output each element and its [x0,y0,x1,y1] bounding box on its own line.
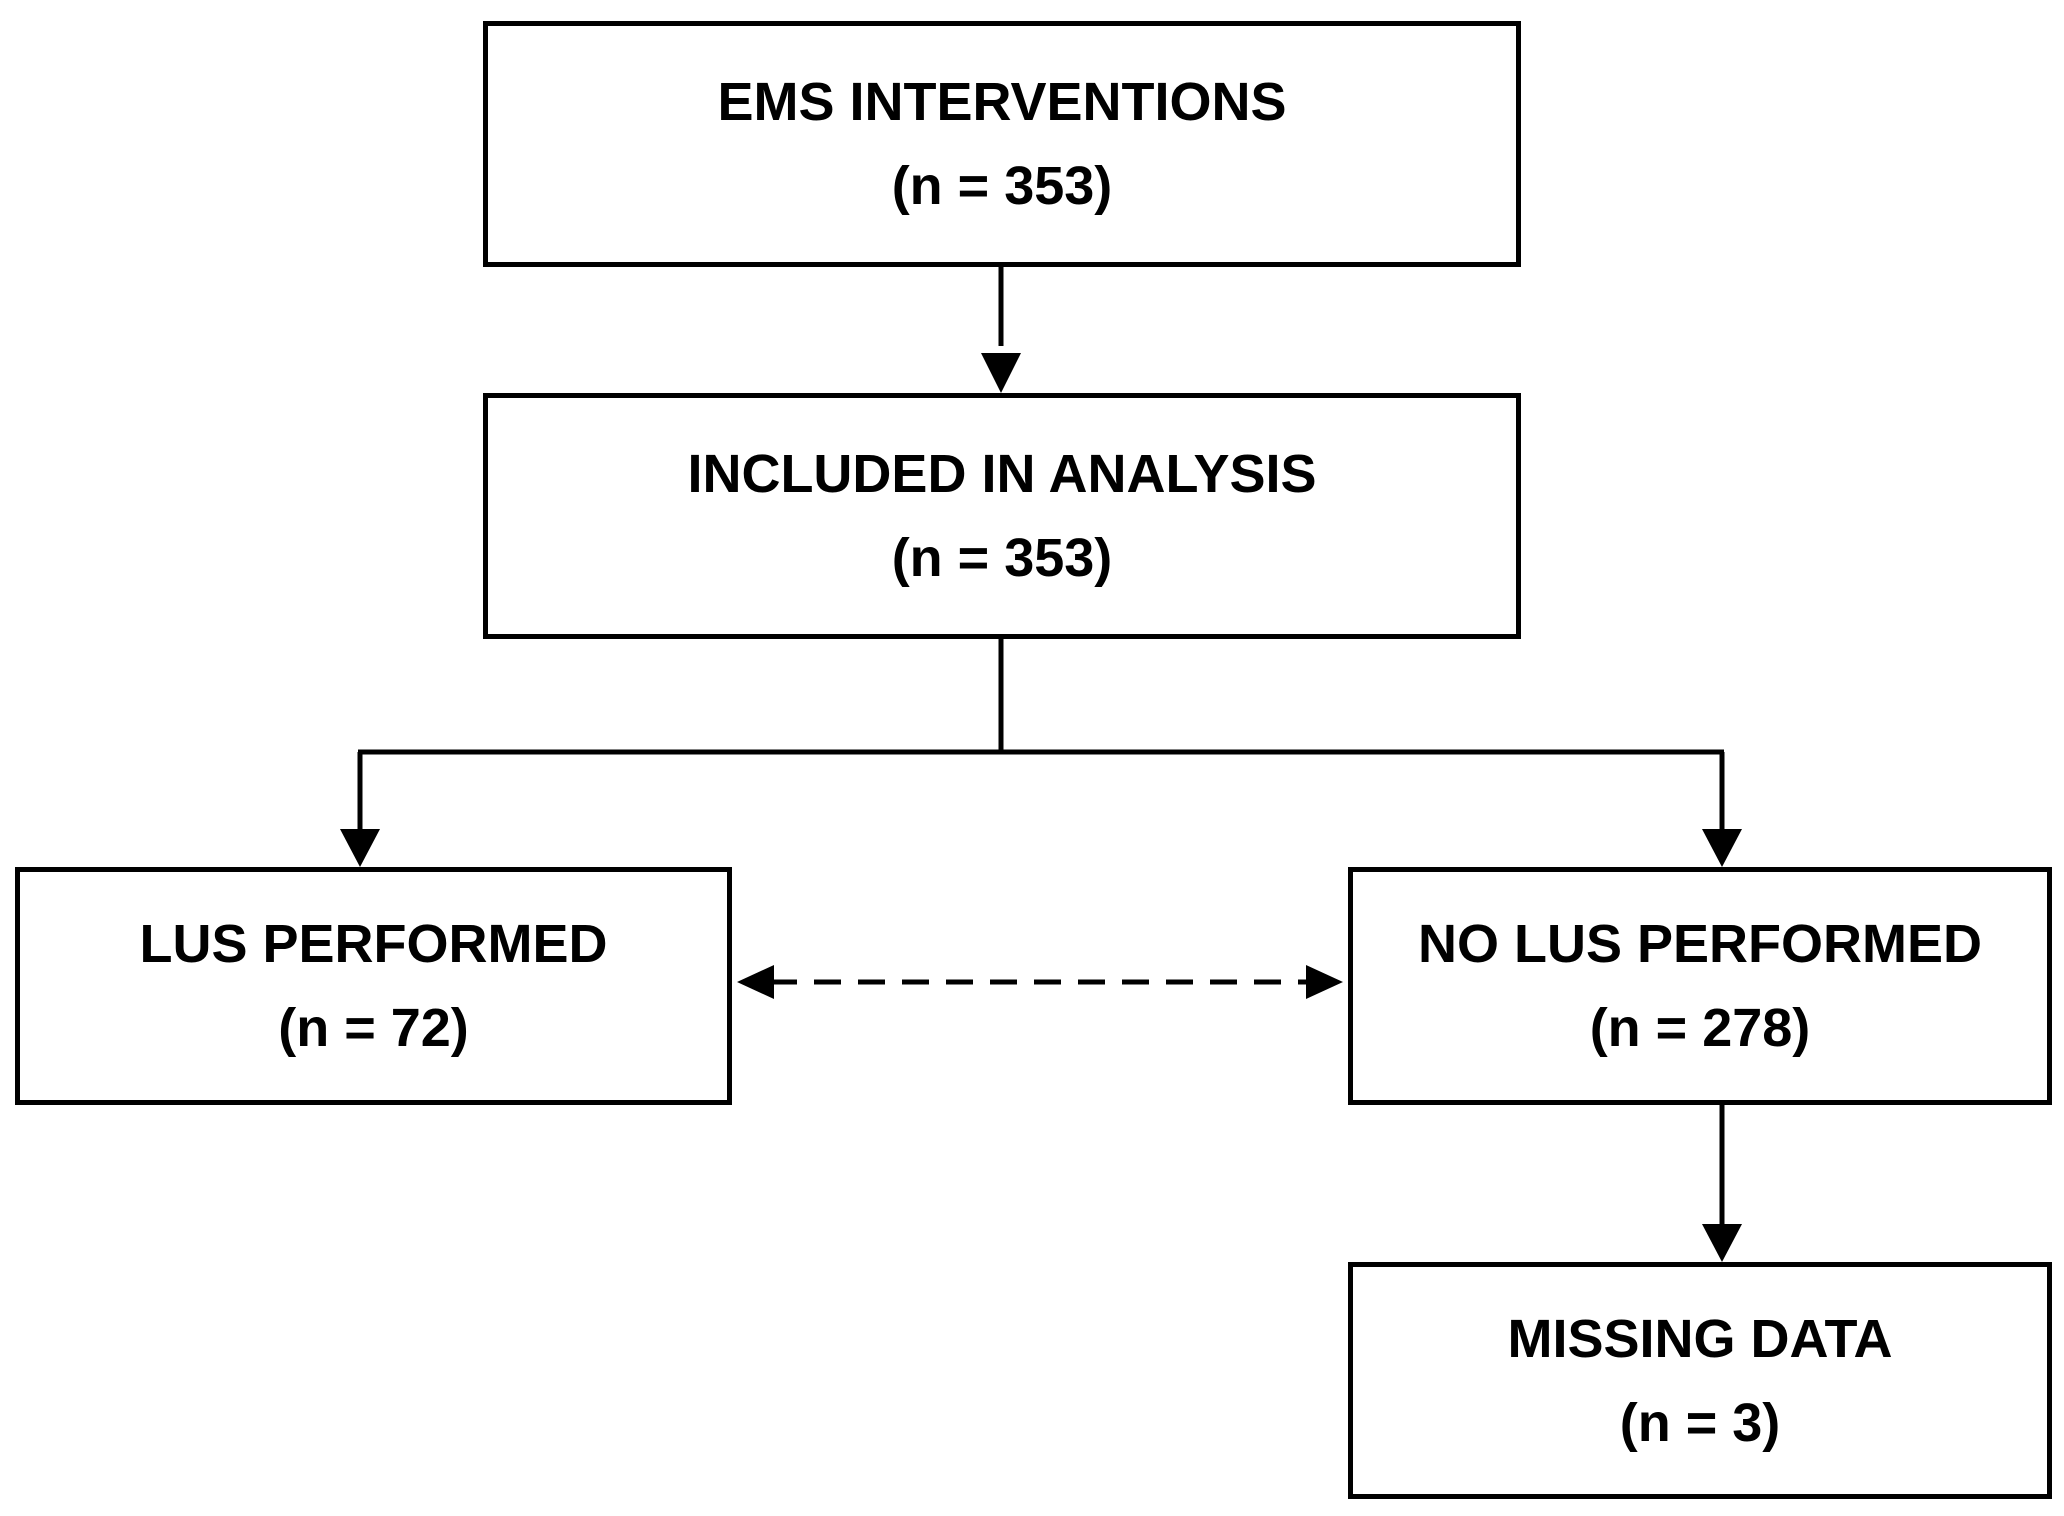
node-included-in-analysis: INCLUDED IN ANALYSIS (n = 353) [483,393,1521,639]
arrowhead-dashed-right [1306,965,1343,999]
node-lus-performed-label: LUS PERFORMED [139,914,608,974]
node-no-lus-performed-label: NO LUS PERFORMED [1417,914,1983,974]
node-included-in-analysis-count: (n = 353) [891,528,1113,588]
arrowhead-ems-to-included [981,353,1021,393]
arrowhead-dashed-left [737,965,774,999]
node-lus-performed-count: (n = 72) [278,998,469,1058]
node-included-in-analysis-label: INCLUDED IN ANALYSIS [687,444,1317,504]
node-ems-interventions-count: (n = 353) [891,156,1113,216]
node-no-lus-performed-count: (n = 278) [1589,998,1811,1058]
arrowhead-split-to-lus [340,829,380,867]
arrowhead-no-lus-to-missing [1702,1224,1742,1262]
node-missing-data-count: (n = 3) [1619,1392,1781,1453]
node-no-lus-performed: NO LUS PERFORMED (n = 278) [1348,867,2052,1105]
node-lus-performed: LUS PERFORMED (n = 72) [15,867,732,1105]
arrowhead-split-to-no-lus [1702,829,1742,867]
node-ems-interventions: EMS INTERVENTIONS (n = 353) [483,21,1521,267]
node-ems-interventions-label: EMS INTERVENTIONS [717,72,1287,132]
node-missing-data-label: MISSING DATA [1507,1308,1893,1369]
node-missing-data: MISSING DATA (n = 3) [1348,1262,2052,1499]
